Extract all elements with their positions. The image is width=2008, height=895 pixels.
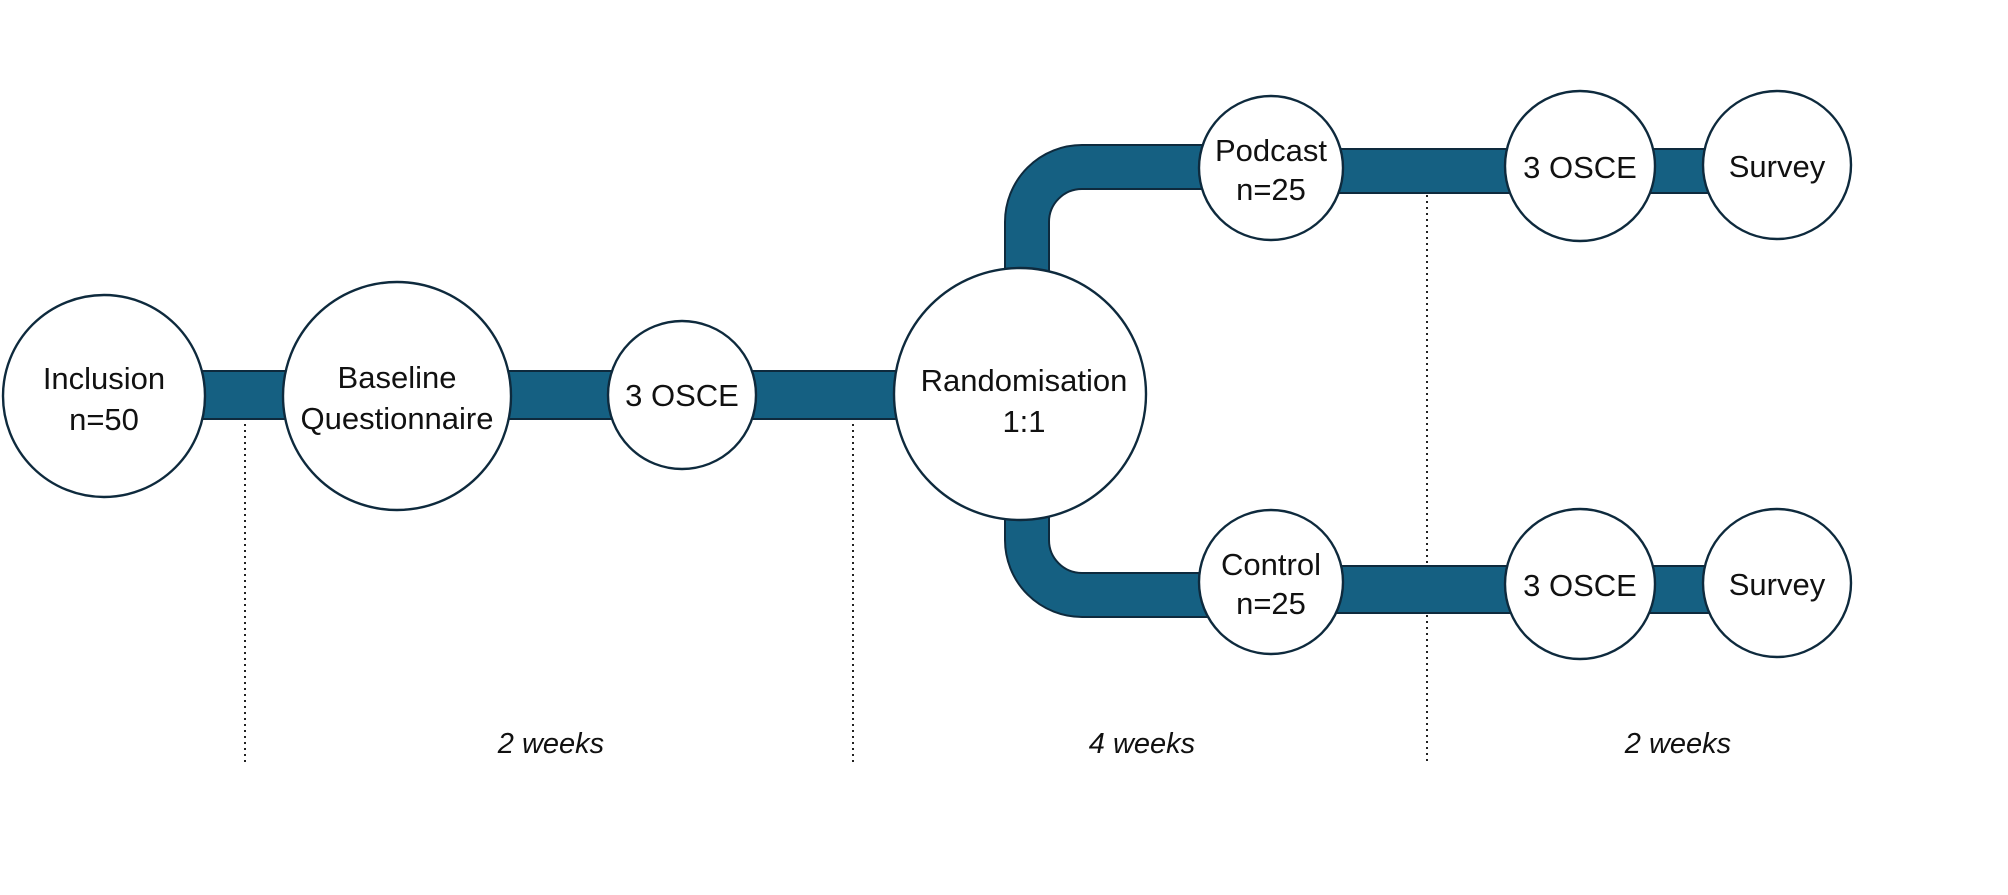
baseline-label-line1: Baseline [338, 360, 457, 395]
osce-podcast-label: 3 OSCE [1523, 150, 1637, 185]
node-inclusion: Inclusion n=50 [1, 293, 207, 499]
period-label-1: 2 weeks [497, 728, 604, 760]
osce-control-label: 3 OSCE [1523, 568, 1637, 603]
timeline-dividers [244, 195, 1428, 765]
inclusion-label: Inclusion [43, 361, 165, 396]
baseline-label-line2: Questionnaire [300, 401, 493, 436]
node-podcast: Podcast n=25 [1197, 94, 1345, 242]
period-labels: 2 weeks 4 weeks 2 weeks [497, 728, 1731, 760]
node-control: Control n=25 [1197, 508, 1345, 656]
node-survey-control: Survey [1701, 507, 1853, 659]
period-label-2: 4 weeks [1089, 728, 1195, 760]
podcast-label: Podcast [1215, 133, 1327, 168]
survey-podcast-label: Survey [1729, 149, 1826, 184]
osce-pre-label: 3 OSCE [625, 378, 739, 413]
podcast-count: n=25 [1236, 172, 1306, 207]
node-osce-podcast: 3 OSCE [1503, 89, 1657, 243]
randomisation-ratio: 1:1 [1002, 404, 1045, 439]
connector-podcast-branch [1004, 144, 1216, 276]
node-survey-podcast: Survey [1701, 89, 1853, 241]
inclusion-count: n=50 [69, 402, 139, 437]
connector-control-branch [1004, 514, 1216, 618]
survey-control-label: Survey [1729, 567, 1826, 602]
node-baseline-questionnaire: Baseline Questionnaire [281, 280, 513, 512]
node-osce-control: 3 OSCE [1503, 507, 1657, 661]
randomisation-label: Randomisation [921, 363, 1128, 398]
node-osce-pre: 3 OSCE [606, 319, 758, 471]
period-label-3: 2 weeks [1624, 728, 1731, 760]
node-randomisation: Randomisation 1:1 [892, 266, 1148, 522]
control-label: Control [1221, 547, 1321, 582]
control-count: n=25 [1236, 586, 1306, 621]
